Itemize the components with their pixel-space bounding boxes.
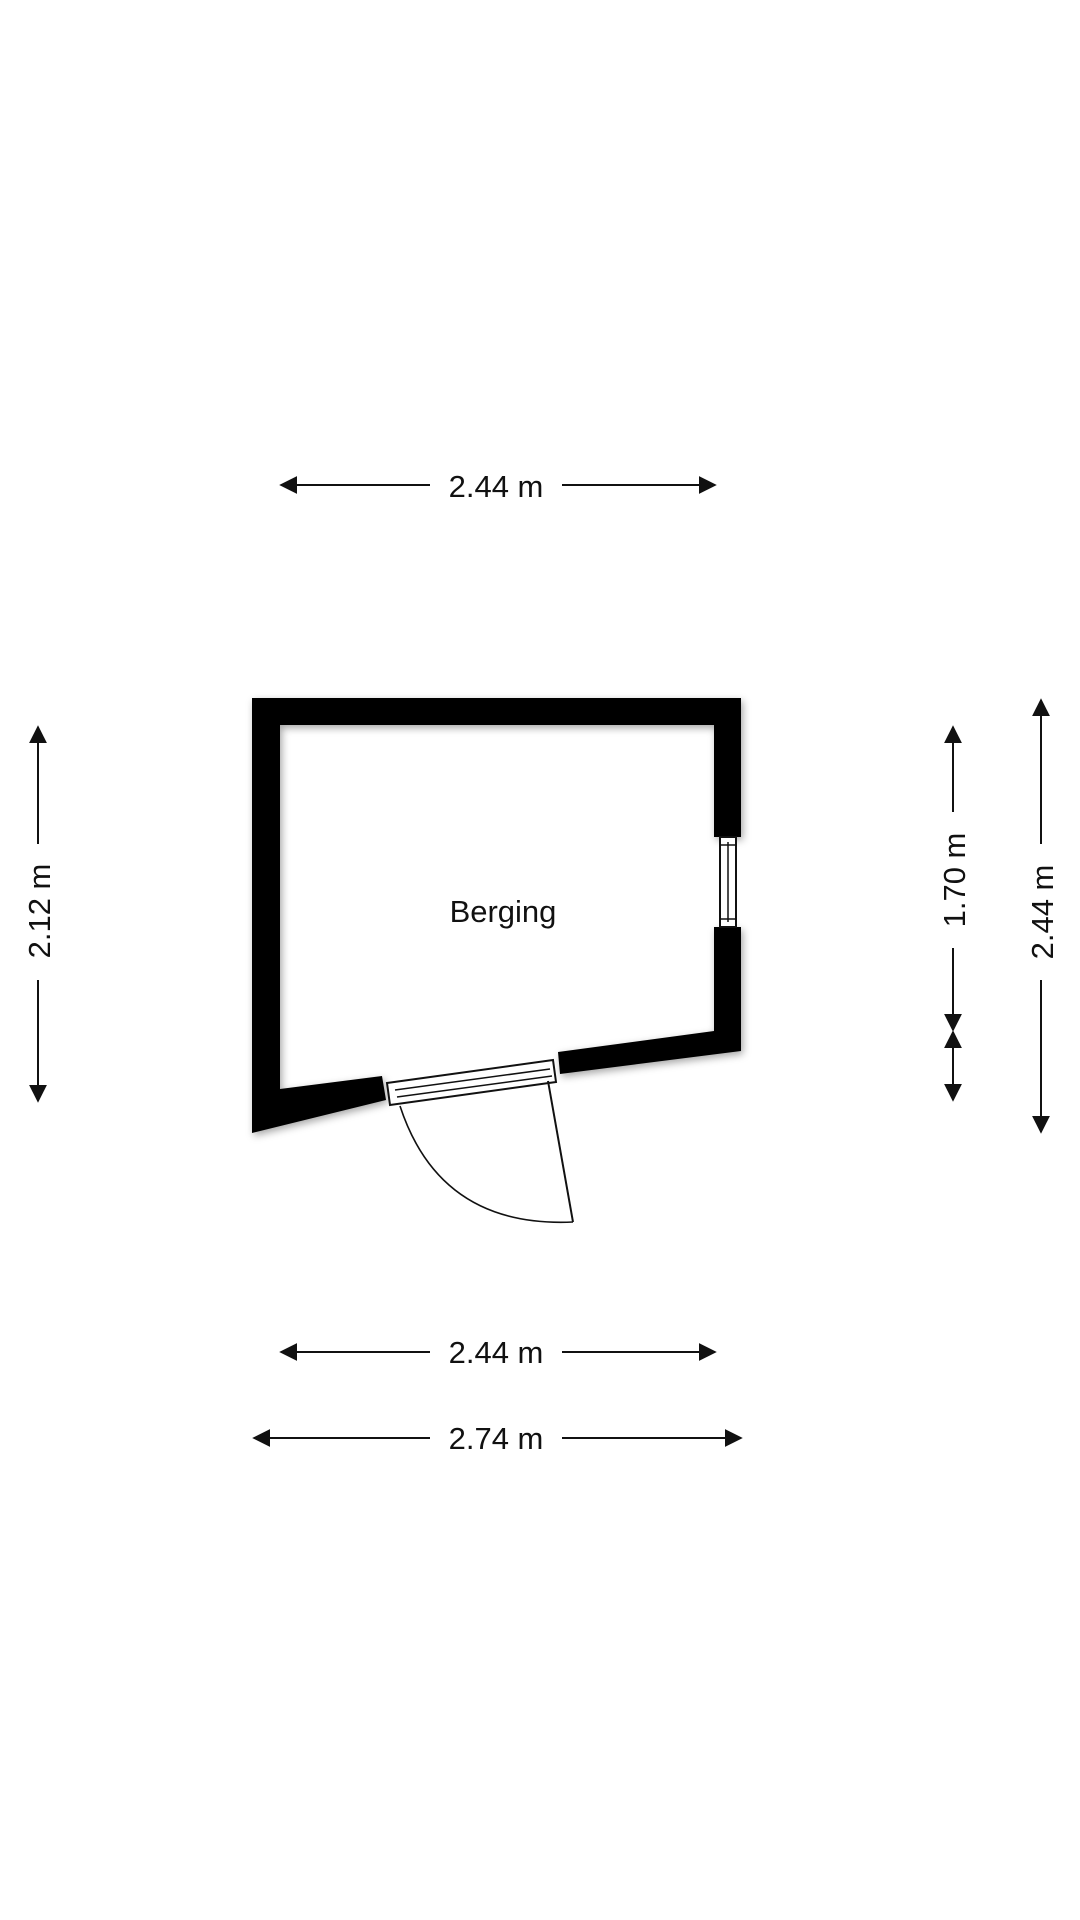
- dimension-label-bottom-inner: 2.44 m: [449, 1335, 544, 1370]
- dimension-left: 2.12 m: [22, 725, 57, 1103]
- dimension-top: 2.44 m: [279, 469, 717, 504]
- dimension-label-left: 2.12 m: [22, 864, 57, 959]
- room-label: Berging: [450, 894, 557, 929]
- door: [385, 1058, 574, 1224]
- door-threshold-line: [396, 1075, 553, 1098]
- door-swing-arc: [399, 1105, 574, 1224]
- door-leaf: [547, 1080, 574, 1223]
- walls: [252, 698, 741, 1133]
- window: [719, 836, 737, 928]
- dimension-label-right-outer: 2.44 m: [1025, 865, 1060, 960]
- dimension-label-top: 2.44 m: [449, 469, 544, 504]
- door-threshold-line: [394, 1068, 551, 1091]
- door-frame: [385, 1058, 558, 1107]
- dimension-label-right-inner: 1.70 m: [937, 833, 972, 928]
- wall-outline: [252, 698, 741, 1133]
- dimension-bottom-outer: 2.74 m: [252, 1421, 743, 1456]
- dimension-right-outer: 2.44 m: [1025, 698, 1060, 1134]
- dimension-label-bottom-outer: 2.74 m: [449, 1421, 544, 1456]
- dimension-right-inner: 1.70 m: [937, 725, 972, 1102]
- dimension-bottom-inner: 2.44 m: [279, 1335, 717, 1370]
